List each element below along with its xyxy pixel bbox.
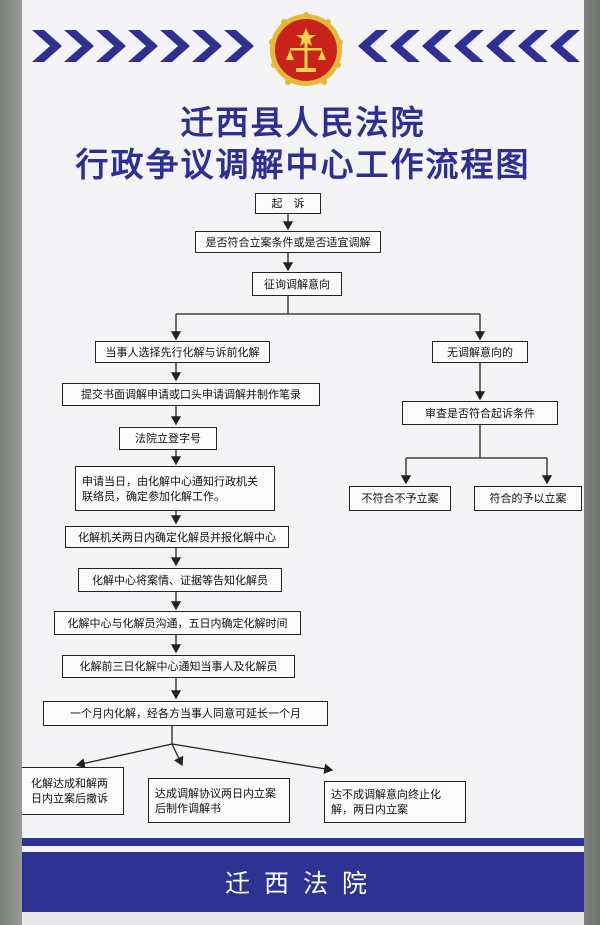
node-not-accepted: 不符合不予立案 (349, 486, 451, 511)
node-notify-agency: 申请当日，由化解中心通知行政机关联络员，确定参加化解工作。 (75, 466, 275, 511)
court-emblem-icon (269, 12, 343, 86)
node-sue: 起 诉 (255, 193, 321, 214)
page-title: 迁西县人民法院 (180, 103, 426, 142)
footer-bottom-strip (22, 912, 584, 925)
node-check-filing: 是否符合立案条件或是否适宜调解 (195, 231, 381, 253)
node-inform-mediator: 化解中心将案情、证据等告知化解员 (78, 568, 282, 592)
footer-stripe (22, 838, 584, 846)
node-failed: 达不成调解意向终止化解，两日内立案 (324, 781, 466, 823)
node-inquire: 征询调解意向 (252, 272, 342, 296)
node-agreement: 达成调解协议两日内立案后制作调解书 (148, 778, 290, 823)
flowchart: 起 诉 是否符合立案条件或是否适宜调解 征询调解意向 当事人选择先行化解与诉前化… (22, 0, 584, 925)
flowchart-connectors (75, 214, 553, 774)
node-accepted: 符合的予以立案 (474, 486, 582, 511)
page-subtitle: 行政争议调解中心工作流程图 (75, 145, 531, 184)
node-agency-confirm: 化解机关两日内确定化解员并报化解中心 (65, 526, 289, 548)
node-submit-application: 提交书面调解申请或口头申请调解并制作笔录 (62, 383, 320, 406)
node-choose-mediation: 当事人选择先行化解与诉前化解 (95, 341, 270, 363)
left-chevron-decoration (32, 30, 254, 62)
node-no-intent: 无调解意向的 (432, 341, 528, 363)
node-schedule: 化解中心与化解员沟通，五日内确定化解时间 (54, 611, 301, 635)
footer-band (22, 852, 584, 912)
footer-label: 迁西法院 (224, 869, 381, 898)
poster-board: 迁西县人民法院 行政争议调解中心工作流程图 (22, 0, 584, 925)
node-notify-parties: 化解前三日化解中心通知当事人及化解员 (62, 655, 295, 678)
node-one-month: 一个月内化解，经各方当事人同意可延长一个月 (43, 701, 328, 726)
node-review-conditions: 审查是否符合起诉条件 (402, 401, 558, 425)
node-register: 法院立登字号 (119, 427, 217, 450)
node-resolved-withdraw: 化解达成和解两日内立案后撤诉 (22, 767, 124, 815)
right-chevron-decoration (358, 30, 580, 62)
